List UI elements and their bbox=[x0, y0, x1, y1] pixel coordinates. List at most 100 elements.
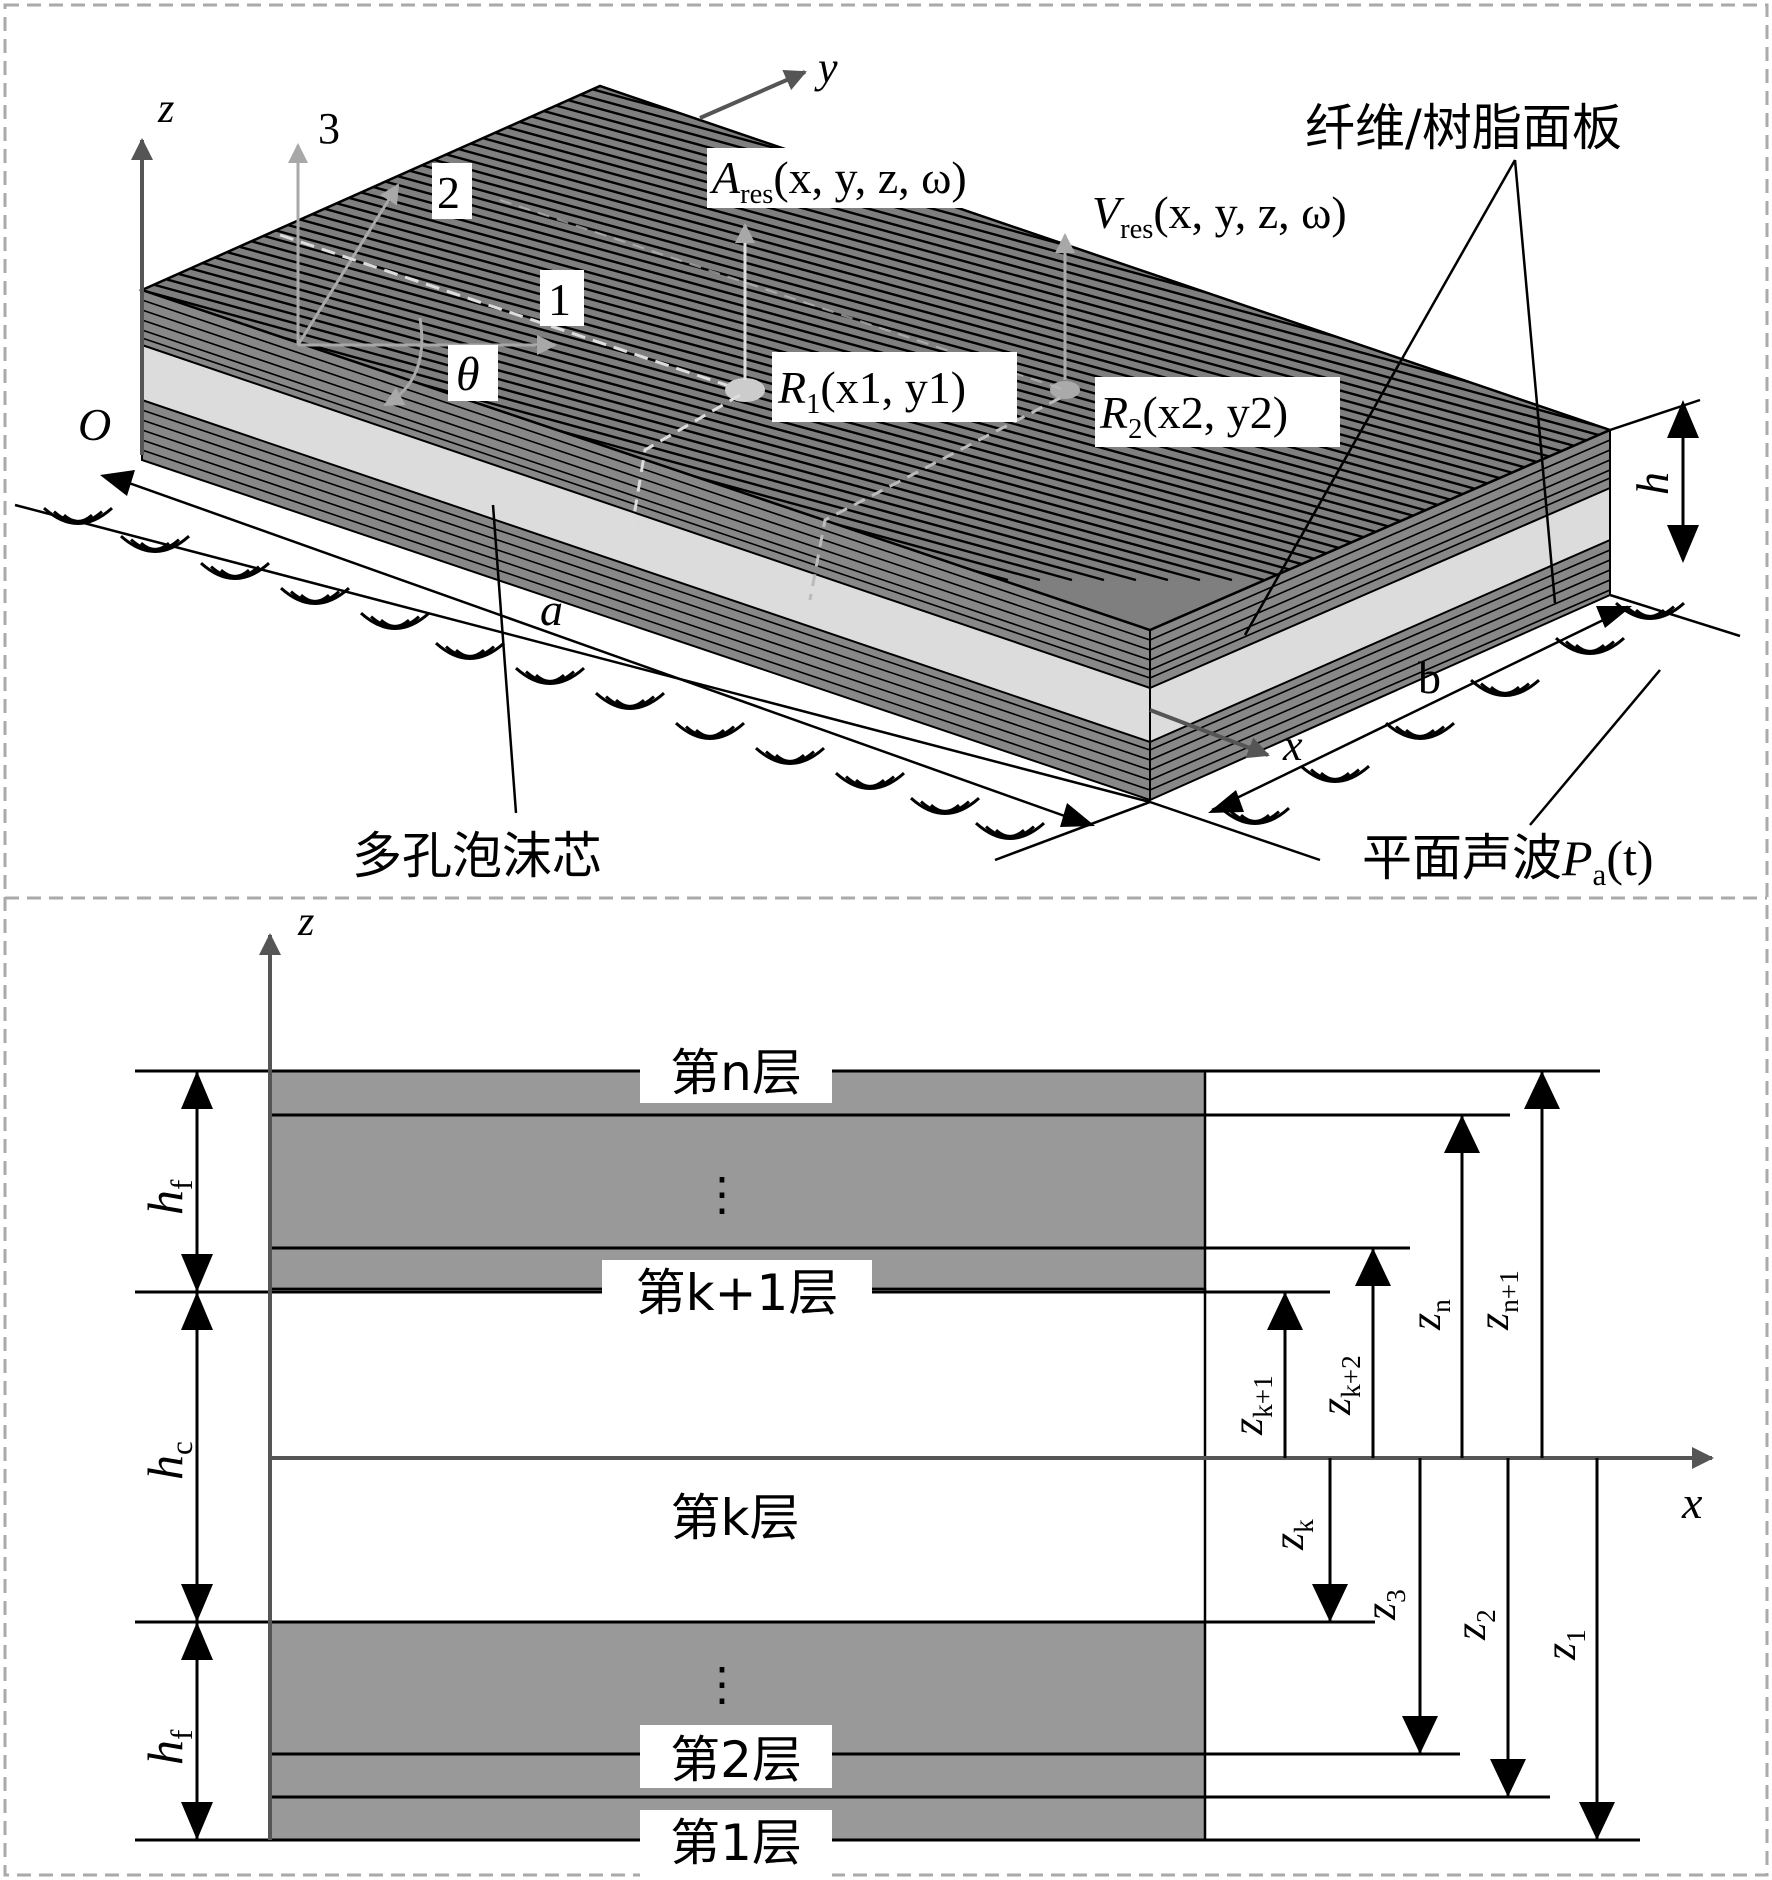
a-res-label: Ares(x, y, z, ω) bbox=[709, 152, 967, 210]
foam-core-leader bbox=[491, 504, 518, 814]
x-axis-3d bbox=[1149, 708, 1270, 759]
r1-projection bbox=[628, 393, 741, 541]
sound-wave-icon bbox=[1614, 601, 1686, 620]
ply-line-right bbox=[1149, 477, 1611, 679]
layer-1-label: 第1层 bbox=[670, 1814, 802, 1872]
sound-wave-icon bbox=[199, 561, 271, 580]
sound-wave-icon bbox=[909, 796, 981, 815]
fiber-line bbox=[142, 86, 1610, 582]
fiber-line bbox=[142, 86, 1610, 582]
ply-line-left bbox=[141, 449, 1151, 791]
fiber-line bbox=[142, 86, 1610, 582]
ply-line-right bbox=[1149, 579, 1611, 781]
dim-a-line bbox=[114, 476, 1091, 827]
y-axis-3d-label: y bbox=[814, 43, 838, 92]
sound-wave-icon bbox=[1299, 764, 1371, 783]
z-k-arrow bbox=[1312, 1458, 1348, 1622]
ply-line-right bbox=[1149, 459, 1611, 661]
ply-line-right bbox=[1149, 439, 1611, 641]
measurement-points bbox=[499, 199, 1080, 601]
fiber-line bbox=[142, 86, 1610, 582]
fiber-line bbox=[142, 86, 1489, 582]
theta-arc bbox=[383, 317, 424, 407]
sound-wave-icon bbox=[119, 534, 191, 553]
sound-wave-icon bbox=[279, 586, 351, 605]
dim-a-label: a bbox=[540, 584, 563, 635]
local-axis-1-label: 1 bbox=[548, 274, 571, 325]
z-k2-label: zk+2 bbox=[1311, 1355, 1366, 1416]
fiber-line bbox=[142, 86, 1610, 582]
ply-line-left bbox=[141, 419, 1151, 761]
fiber-line bbox=[142, 86, 1105, 582]
hc-label: hc bbox=[137, 1441, 199, 1480]
fiber-line bbox=[142, 86, 1233, 582]
figure-frame bbox=[3, 3, 1769, 1877]
face-sheet-label: 纤维/树脂面板 bbox=[1305, 99, 1622, 157]
layer-n-dots: ⋮ bbox=[699, 1169, 745, 1220]
z-n-arrow bbox=[1444, 1115, 1480, 1458]
dim-h-label: h bbox=[1627, 472, 1678, 495]
fiber-line bbox=[142, 86, 1457, 582]
sound-wave-icon bbox=[514, 666, 586, 685]
face-sheet-leader-1 bbox=[1243, 159, 1517, 636]
dim-b-label: b bbox=[1418, 652, 1441, 703]
fiber-line bbox=[142, 86, 1610, 582]
ply-line-left bbox=[141, 409, 1151, 751]
fiber-line bbox=[142, 86, 1265, 582]
fiber-line bbox=[142, 86, 1610, 582]
ply-line-right bbox=[1149, 569, 1611, 771]
ply-lines bbox=[141, 299, 1611, 791]
r2-label: R2(x2, y2) bbox=[1099, 387, 1288, 445]
ply-line-right bbox=[1149, 449, 1611, 651]
hf-bottom-dimension bbox=[181, 1622, 213, 1840]
v-res-label: Vres(x, y, z, ω) bbox=[1092, 187, 1347, 245]
z-k1-arrow bbox=[1267, 1292, 1303, 1458]
plane-wave-leader bbox=[1529, 669, 1661, 826]
face-sheet-leader-2 bbox=[1513, 159, 1557, 604]
fiber-line bbox=[142, 86, 1610, 582]
z-coordinate-arrows bbox=[1267, 1071, 1615, 1840]
ply-line-right bbox=[1149, 549, 1611, 751]
layer-k1-label: 第k+1层 bbox=[636, 1264, 839, 1322]
sound-wave-icon bbox=[1469, 678, 1541, 697]
ply-line-left bbox=[141, 309, 1151, 651]
local-axes bbox=[279, 143, 736, 407]
z-3-label: z3 bbox=[1356, 1589, 1411, 1621]
z-k2-arrow bbox=[1355, 1248, 1391, 1458]
z-k1-label: zk+1 bbox=[1223, 1375, 1278, 1436]
z-2-label: z2 bbox=[1446, 1609, 1501, 1641]
ply-line-right bbox=[1149, 589, 1611, 791]
fiber-line bbox=[142, 86, 1610, 582]
ply-line-left bbox=[141, 337, 1151, 679]
ply-line-left bbox=[141, 329, 1151, 671]
layer-n-label: 第n层 bbox=[670, 1044, 802, 1102]
ply-line-left bbox=[141, 429, 1151, 771]
z-3-arrow bbox=[1402, 1458, 1438, 1754]
x-axis-3d-label: x bbox=[1282, 721, 1303, 770]
sound-wave-icon bbox=[1554, 636, 1626, 655]
layer-k-label: 第k层 bbox=[671, 1489, 800, 1547]
ply-line-left bbox=[141, 319, 1151, 661]
fiber-line bbox=[142, 86, 1425, 582]
core-layer bbox=[268, 1287, 1207, 1624]
sound-wave-icon bbox=[834, 771, 906, 790]
thickness-dimensions bbox=[181, 1071, 213, 1840]
fiber-line bbox=[142, 86, 1169, 582]
foam-core-label: 多孔泡沫芯 bbox=[352, 827, 602, 885]
z-axis-3d-label: z bbox=[157, 86, 174, 132]
fiber-line bbox=[142, 86, 1585, 582]
sound-wave-icon bbox=[594, 691, 666, 710]
hf-top-label: hf bbox=[137, 1179, 199, 1215]
layer-2-dots: ⋮ bbox=[699, 1659, 745, 1710]
hf-bottom-label: hf bbox=[137, 1729, 199, 1765]
z-n-label: zn bbox=[1401, 1299, 1456, 1331]
fiber-line bbox=[142, 86, 1610, 582]
local-axis-2 bbox=[296, 183, 400, 346]
sound-wave-icon bbox=[42, 506, 114, 525]
fiber-line bbox=[142, 86, 1393, 582]
z-axis-2d-label: z bbox=[297, 899, 314, 945]
z-2-arrow bbox=[1490, 1458, 1526, 1797]
fiber-line bbox=[142, 86, 1610, 582]
r2-projection bbox=[808, 396, 1061, 601]
